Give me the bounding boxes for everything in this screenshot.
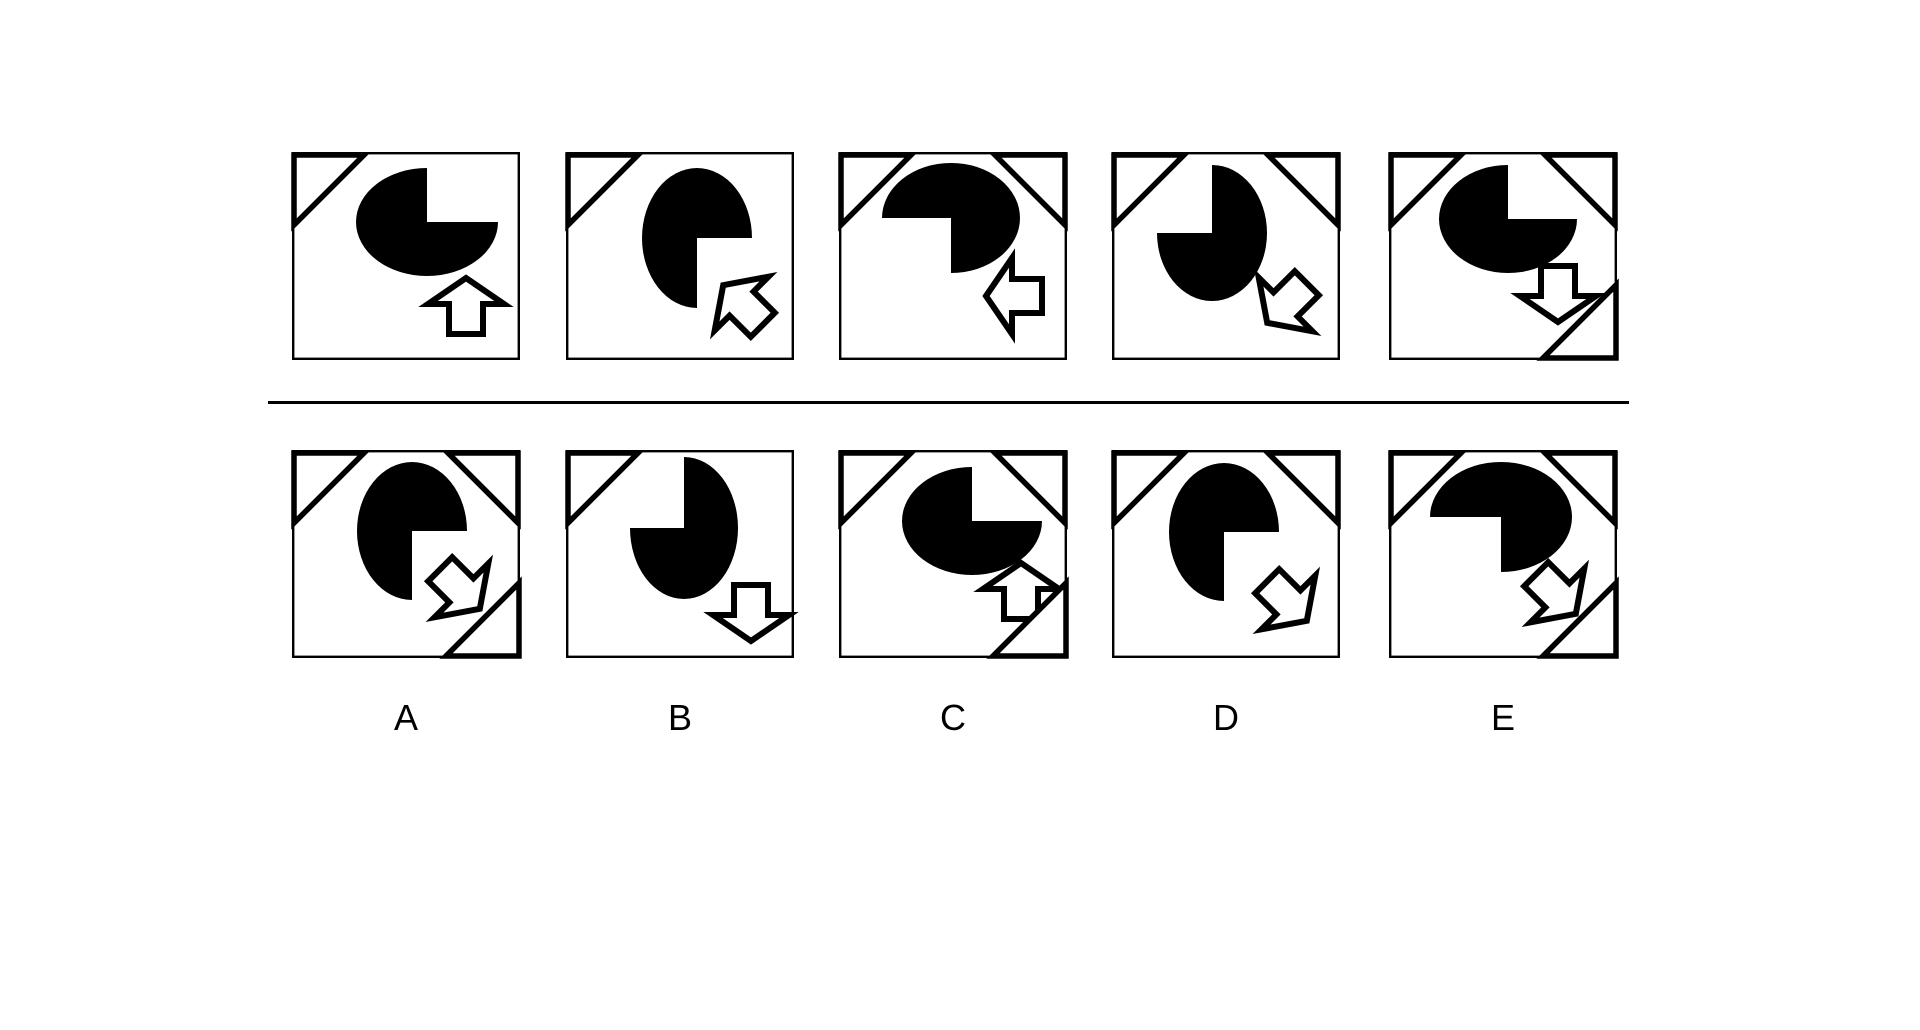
panel-border [1112,450,1341,659]
pacman-shape-notch-br [1169,463,1279,601]
answer-option-b[interactable] [565,450,799,659]
answer-option-c[interactable] [838,450,1069,659]
pacman-shape-notch-tr [1439,165,1577,273]
question-panel-2 [565,152,795,361]
pacman-shape-notch-tr [902,467,1042,575]
panel-border [1389,450,1618,659]
pacman-shape-notch-tl [630,457,738,599]
answer-option-e[interactable] [1388,450,1619,659]
corner-triangle-top-left-icon [565,450,645,530]
pacman-shape-notch-tl [1157,165,1267,301]
panel-figure [291,152,521,361]
panel-border [839,450,1068,659]
corner-triangle-top-right-icon [1261,152,1341,232]
corner-triangle-top-left-icon [838,152,918,232]
arrow-left-icon [982,248,1045,344]
corner-triangle-top-left-icon [1111,152,1191,232]
panel-border [566,152,795,361]
panel-border [1112,152,1341,361]
corner-triangle-top-right-icon [988,152,1068,232]
corner-triangle-top-left-icon [1388,152,1468,232]
pacman-shape-notch-br [642,168,752,308]
panel-figure [565,152,795,361]
panel-figure [1388,152,1619,361]
arrow-down-right-icon [1519,557,1590,628]
question-panel-4 [1111,152,1341,361]
arrow-down-icon [703,582,799,645]
pacman-shape-notch-tr [356,168,498,276]
answer-label-b: B [667,697,693,738]
answer-label-a: A [393,697,419,738]
answer-option-a[interactable] [291,450,522,659]
question-panel-1 [291,152,521,361]
corner-triangle-bottom-right-icon [439,576,522,659]
corner-triangle-top-right-icon [988,450,1068,530]
arrow-down-right-icon [423,552,494,623]
arrow-down-icon [1510,263,1606,326]
answer-option-d[interactable] [1111,450,1341,659]
arrow-down-left-icon [1253,266,1324,337]
panel-figure [1111,152,1341,361]
panel-figure [291,450,522,659]
corner-triangle-top-right-icon [1538,152,1618,232]
answer-label-c: C [940,697,966,738]
corner-triangle-top-left-icon [1111,450,1191,530]
corner-triangle-bottom-right-icon [1536,278,1619,361]
answer-label-d: D [1213,697,1239,738]
corner-triangle-top-right-icon [441,450,521,530]
corner-triangle-top-left-icon [291,152,371,232]
corner-triangle-top-left-icon [565,152,645,232]
panel-border [566,450,795,659]
panel-border [292,152,521,361]
pacman-shape-notch-bl [1430,462,1572,572]
panel-figure [838,450,1069,659]
panel-figure [838,152,1068,361]
corner-triangle-top-left-icon [1388,450,1468,530]
panel-figure [1111,450,1341,659]
pacman-shape-notch-bl [882,163,1020,273]
panel-border [292,450,521,659]
answer-label-e: E [1490,697,1516,738]
panel-figure [565,450,799,659]
question-panel-5 [1388,152,1619,361]
arrow-up-left-icon [709,271,780,342]
corner-triangle-top-right-icon [1538,450,1618,530]
panel-border [839,152,1068,361]
corner-triangle-bottom-right-icon [1536,576,1619,659]
arrow-up-icon [973,559,1069,622]
corner-triangle-top-left-icon [291,450,371,530]
corner-triangle-top-left-icon [838,450,918,530]
pacman-shape-notch-br [357,462,467,600]
arrow-up-icon [418,274,514,337]
panel-figure [1388,450,1619,659]
corner-triangle-top-right-icon [1261,450,1341,530]
corner-triangle-bottom-right-icon [986,576,1069,659]
panel-border [1389,152,1618,361]
question-panel-3 [838,152,1068,361]
divider-line [268,401,1629,404]
arrow-down-right-icon [1250,564,1321,635]
